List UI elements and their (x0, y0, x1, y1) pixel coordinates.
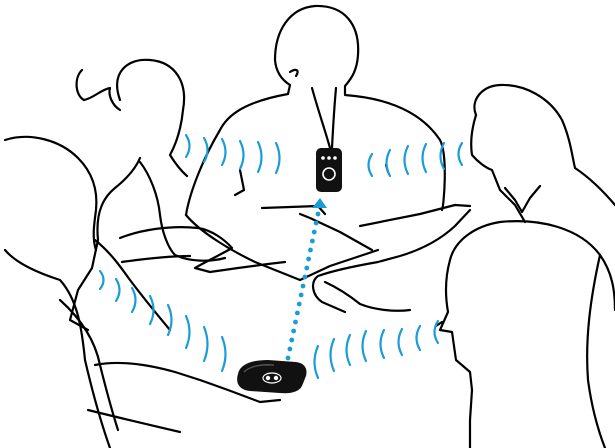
link-dot (286, 356, 291, 361)
sound-wave-icon (204, 327, 208, 361)
sound-wave-icon (417, 326, 421, 350)
person-right-front (436, 221, 615, 448)
link-dot (291, 329, 296, 334)
sound-wave-icon (222, 337, 226, 371)
sound-wave-icon (222, 139, 226, 165)
pendant-body (316, 148, 342, 192)
link-dot (304, 266, 309, 271)
link-dot (289, 338, 294, 343)
wireless-link (286, 212, 321, 361)
link-dot (302, 275, 307, 280)
sound-wave-icon (399, 329, 403, 355)
person-back-center (186, 6, 445, 215)
sound-wave-icon (363, 331, 367, 361)
link-dot (301, 284, 306, 289)
link-dot (310, 239, 315, 244)
sound-wave-icon (132, 288, 136, 312)
link-dot (293, 320, 298, 325)
sound-wave-icon (116, 279, 120, 301)
table-microphone (237, 360, 306, 393)
sound-wave-icon (459, 143, 463, 165)
sound-wave-icon (276, 143, 280, 173)
sound-wave-icon (186, 316, 190, 348)
link-dot (299, 293, 304, 298)
sound-wave-icon (258, 142, 262, 172)
sound-wave-icon (423, 144, 427, 172)
link-dot (287, 347, 292, 352)
sound-wave-icon (331, 339, 335, 371)
person-left-front (5, 137, 280, 448)
link-dot (297, 302, 302, 307)
sound-wave-icon (150, 296, 154, 324)
link-dot (314, 221, 319, 226)
link-dot (308, 248, 313, 253)
link-arrow-icon (312, 198, 327, 208)
sound-wave-icon (347, 335, 351, 365)
link-dot (312, 230, 317, 235)
sound-wave-icon (405, 146, 409, 174)
neck-worn-receiver (316, 148, 342, 192)
person-left-woman (70, 60, 285, 330)
sound-waves (100, 135, 462, 378)
sound-wave-icon (100, 271, 104, 289)
link-dot (316, 212, 321, 217)
person-right-man (313, 85, 615, 312)
sound-wave-icon (315, 346, 319, 378)
link-dot (295, 311, 300, 316)
sound-wave-icon (240, 141, 244, 169)
link-dot (306, 257, 311, 262)
sound-wave-icon (186, 135, 190, 157)
sound-wave-icon (369, 154, 373, 176)
sound-wave-icon (381, 330, 385, 358)
